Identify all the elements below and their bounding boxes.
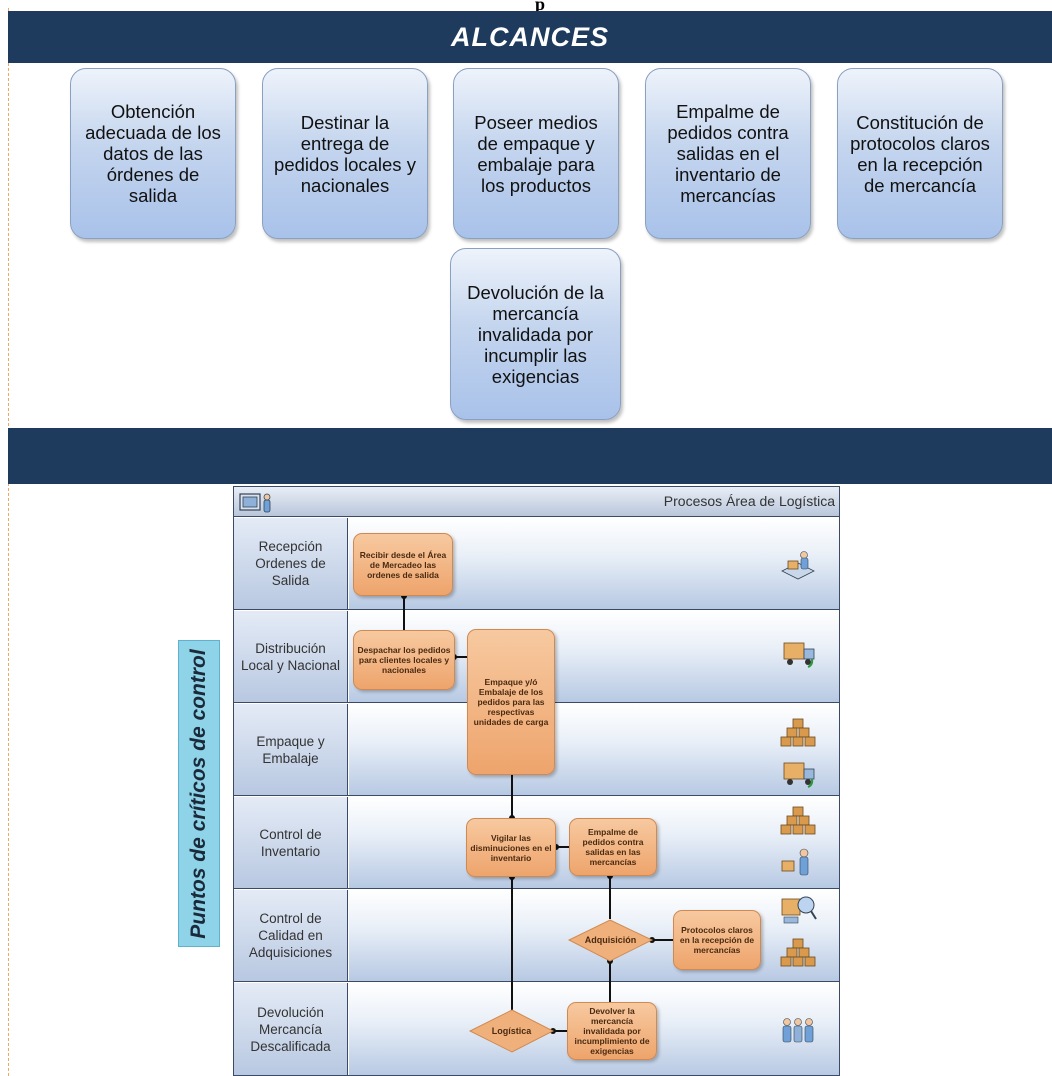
node-despachar-pedidos: Despachar los pedidos para clientes loca…: [353, 630, 455, 690]
node-recibir-ordenes: Recibir desde el Área de Mercadeo las or…: [353, 533, 453, 596]
alcances-header-band: ALCANCES: [8, 11, 1052, 63]
lane-label-devolucion: Devolución Mercancía Descalificada: [234, 983, 348, 1075]
stacked-boxes-icon: [780, 718, 816, 747]
lane-label-distribucion: Distribución Local y Nacional: [234, 611, 348, 702]
flow-connectors: [401, 593, 673, 1053]
scope-box-empalme: Empalme de pedidos contra salidas en el …: [645, 68, 811, 239]
process-map-icon: [239, 493, 271, 513]
inventory-boxes-icon: [780, 806, 816, 835]
diagram-title: Procesos Área de Logística: [663, 493, 835, 509]
node-empalme-pedidos: Empalme de pedidos contra salidas en las…: [569, 818, 657, 876]
diamond-adquisicion-label: Adquisición: [584, 935, 637, 945]
node-protocolos-claros: Protocolos claros en la recepción de mer…: [673, 910, 761, 970]
top-text-fragment: p: [534, 0, 545, 14]
scope-box-poseer: Poseer medios de empaque y embalaje para…: [453, 68, 619, 239]
diagram-header: Procesos Área de Logística: [234, 487, 839, 517]
lane-body-empaque: [349, 704, 839, 795]
lane-label-recepcion: Recepción Ordenes de Salida: [234, 518, 348, 609]
scope-box-obtencion: Obtención adecuada de los datos de las ó…: [70, 68, 236, 239]
node-vigilar-disminuciones: Vigilar las disminuciones en el inventar…: [466, 818, 556, 877]
lane-label-calidad: Control de Calidad en Adquisiciones: [234, 890, 348, 981]
section-band: [8, 428, 1052, 484]
logistics-process-diagram: Procesos Área de Logística Recepción Ord…: [233, 486, 840, 1076]
node-devolver-mercancia: Devolver la mercancía invalidada por inc…: [567, 1002, 657, 1060]
critical-points-label-box: Puntos de críticos de control: [178, 640, 220, 947]
scope-box-destinar: Destinar la entrega de pedidos locales y…: [262, 68, 428, 239]
critical-points-label: Puntos de críticos de control: [187, 648, 210, 939]
purchase-boxes-icon: [780, 938, 816, 967]
scope-box-devolucion: Devolución de la mercancía invalidada po…: [450, 248, 621, 420]
team-people-icon: [782, 1018, 814, 1043]
node-empaque-embalaje: Empaque y/ó Embalaje de los pedidos para…: [467, 629, 555, 775]
page-left-border: [8, 8, 9, 1076]
diamond-logistica-label: Logística: [491, 1026, 532, 1036]
alcances-title: ALCANCES: [450, 21, 609, 52]
lane-label-empaque: Empaque y Embalaje: [234, 704, 348, 795]
diamond-adquisicion: [567, 919, 654, 962]
scope-box-constitucion: Constitución de protocolos claros en la …: [837, 68, 1003, 239]
inventory-worker-icon: [781, 848, 809, 876]
lane-empaque: Empaque y Embalaje: [234, 704, 839, 796]
lane-label-inventario: Control de Inventario: [234, 797, 348, 888]
delivery-truck-icon: [783, 642, 815, 668]
diamond-logistica: [468, 1009, 555, 1053]
delivery-truck-icon-2: [783, 762, 815, 788]
receiving-worker-icon: [781, 551, 815, 580]
quality-control-icon: [781, 896, 817, 924]
